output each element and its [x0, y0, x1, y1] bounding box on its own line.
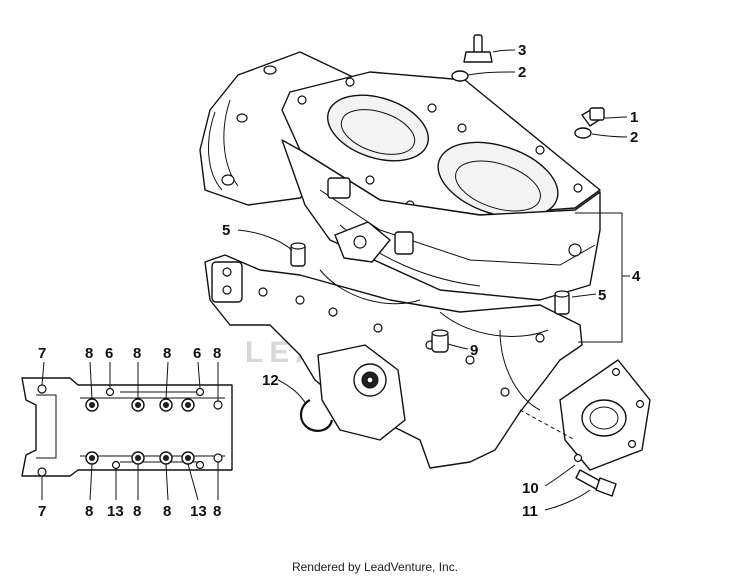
- inset-callout-bottom: 8: [213, 503, 221, 520]
- dowel-5-left: [290, 242, 306, 267]
- fitting-1: [581, 107, 605, 127]
- circlip-12: [300, 399, 334, 432]
- inset-callout-bottom: 7: [38, 503, 46, 520]
- bolt-pattern-inset: [21, 361, 233, 501]
- callout-9: 9: [470, 342, 478, 359]
- upper-crankcase: [199, 51, 601, 301]
- callout-3: 3: [518, 42, 526, 59]
- callout-12: 12: [262, 372, 279, 389]
- washer-2-right: [574, 127, 592, 139]
- footer-credit: Rendered by LeadVenture, Inc.: [291, 560, 459, 574]
- callouts: 3 2 1 2 5 4 5 9 12 10 11: [222, 42, 641, 520]
- callout-5-right: 5: [598, 287, 606, 304]
- inset-callout-bottom: 13: [107, 503, 124, 520]
- inset-callout-bottom: 8: [133, 503, 141, 520]
- fitting-3: [463, 34, 493, 63]
- cover-plate-10: [559, 359, 651, 471]
- callout-1: 1: [630, 109, 638, 126]
- inset-callout-top: 8: [85, 345, 93, 362]
- inset-callout-top: 7: [38, 345, 46, 362]
- callout-2-top: 2: [518, 64, 526, 81]
- inset-callout-bottom: 8: [85, 503, 93, 520]
- inset-callout-top: 8: [133, 345, 141, 362]
- inset-callout-top: 8: [163, 345, 171, 362]
- callout-2-right: 2: [630, 129, 638, 146]
- callout-4: 4: [632, 268, 641, 285]
- inset-callout-bottom: 13: [190, 503, 207, 520]
- bolt-11: [575, 469, 617, 497]
- callout-11: 11: [522, 503, 538, 520]
- callout-10: 10: [522, 480, 539, 497]
- lower-crankcase: [204, 254, 583, 469]
- washer-2-top: [451, 70, 469, 82]
- inset-callout-top: 6: [105, 345, 113, 362]
- inset-bottom-callouts: 7 8 13 8 8 13 8: [38, 503, 221, 520]
- leader-lines: [237, 49, 628, 511]
- inset-callout-top: 8: [213, 345, 221, 362]
- inset-callout-bottom: 8: [163, 503, 171, 520]
- bracket-4: [575, 212, 623, 343]
- callout-5-left: 5: [222, 222, 230, 239]
- dowel-5-right: [554, 290, 570, 315]
- inset-callout-top: 6: [193, 345, 201, 362]
- inset-top-callouts: 7 8 6 8 8 6 8: [38, 345, 221, 362]
